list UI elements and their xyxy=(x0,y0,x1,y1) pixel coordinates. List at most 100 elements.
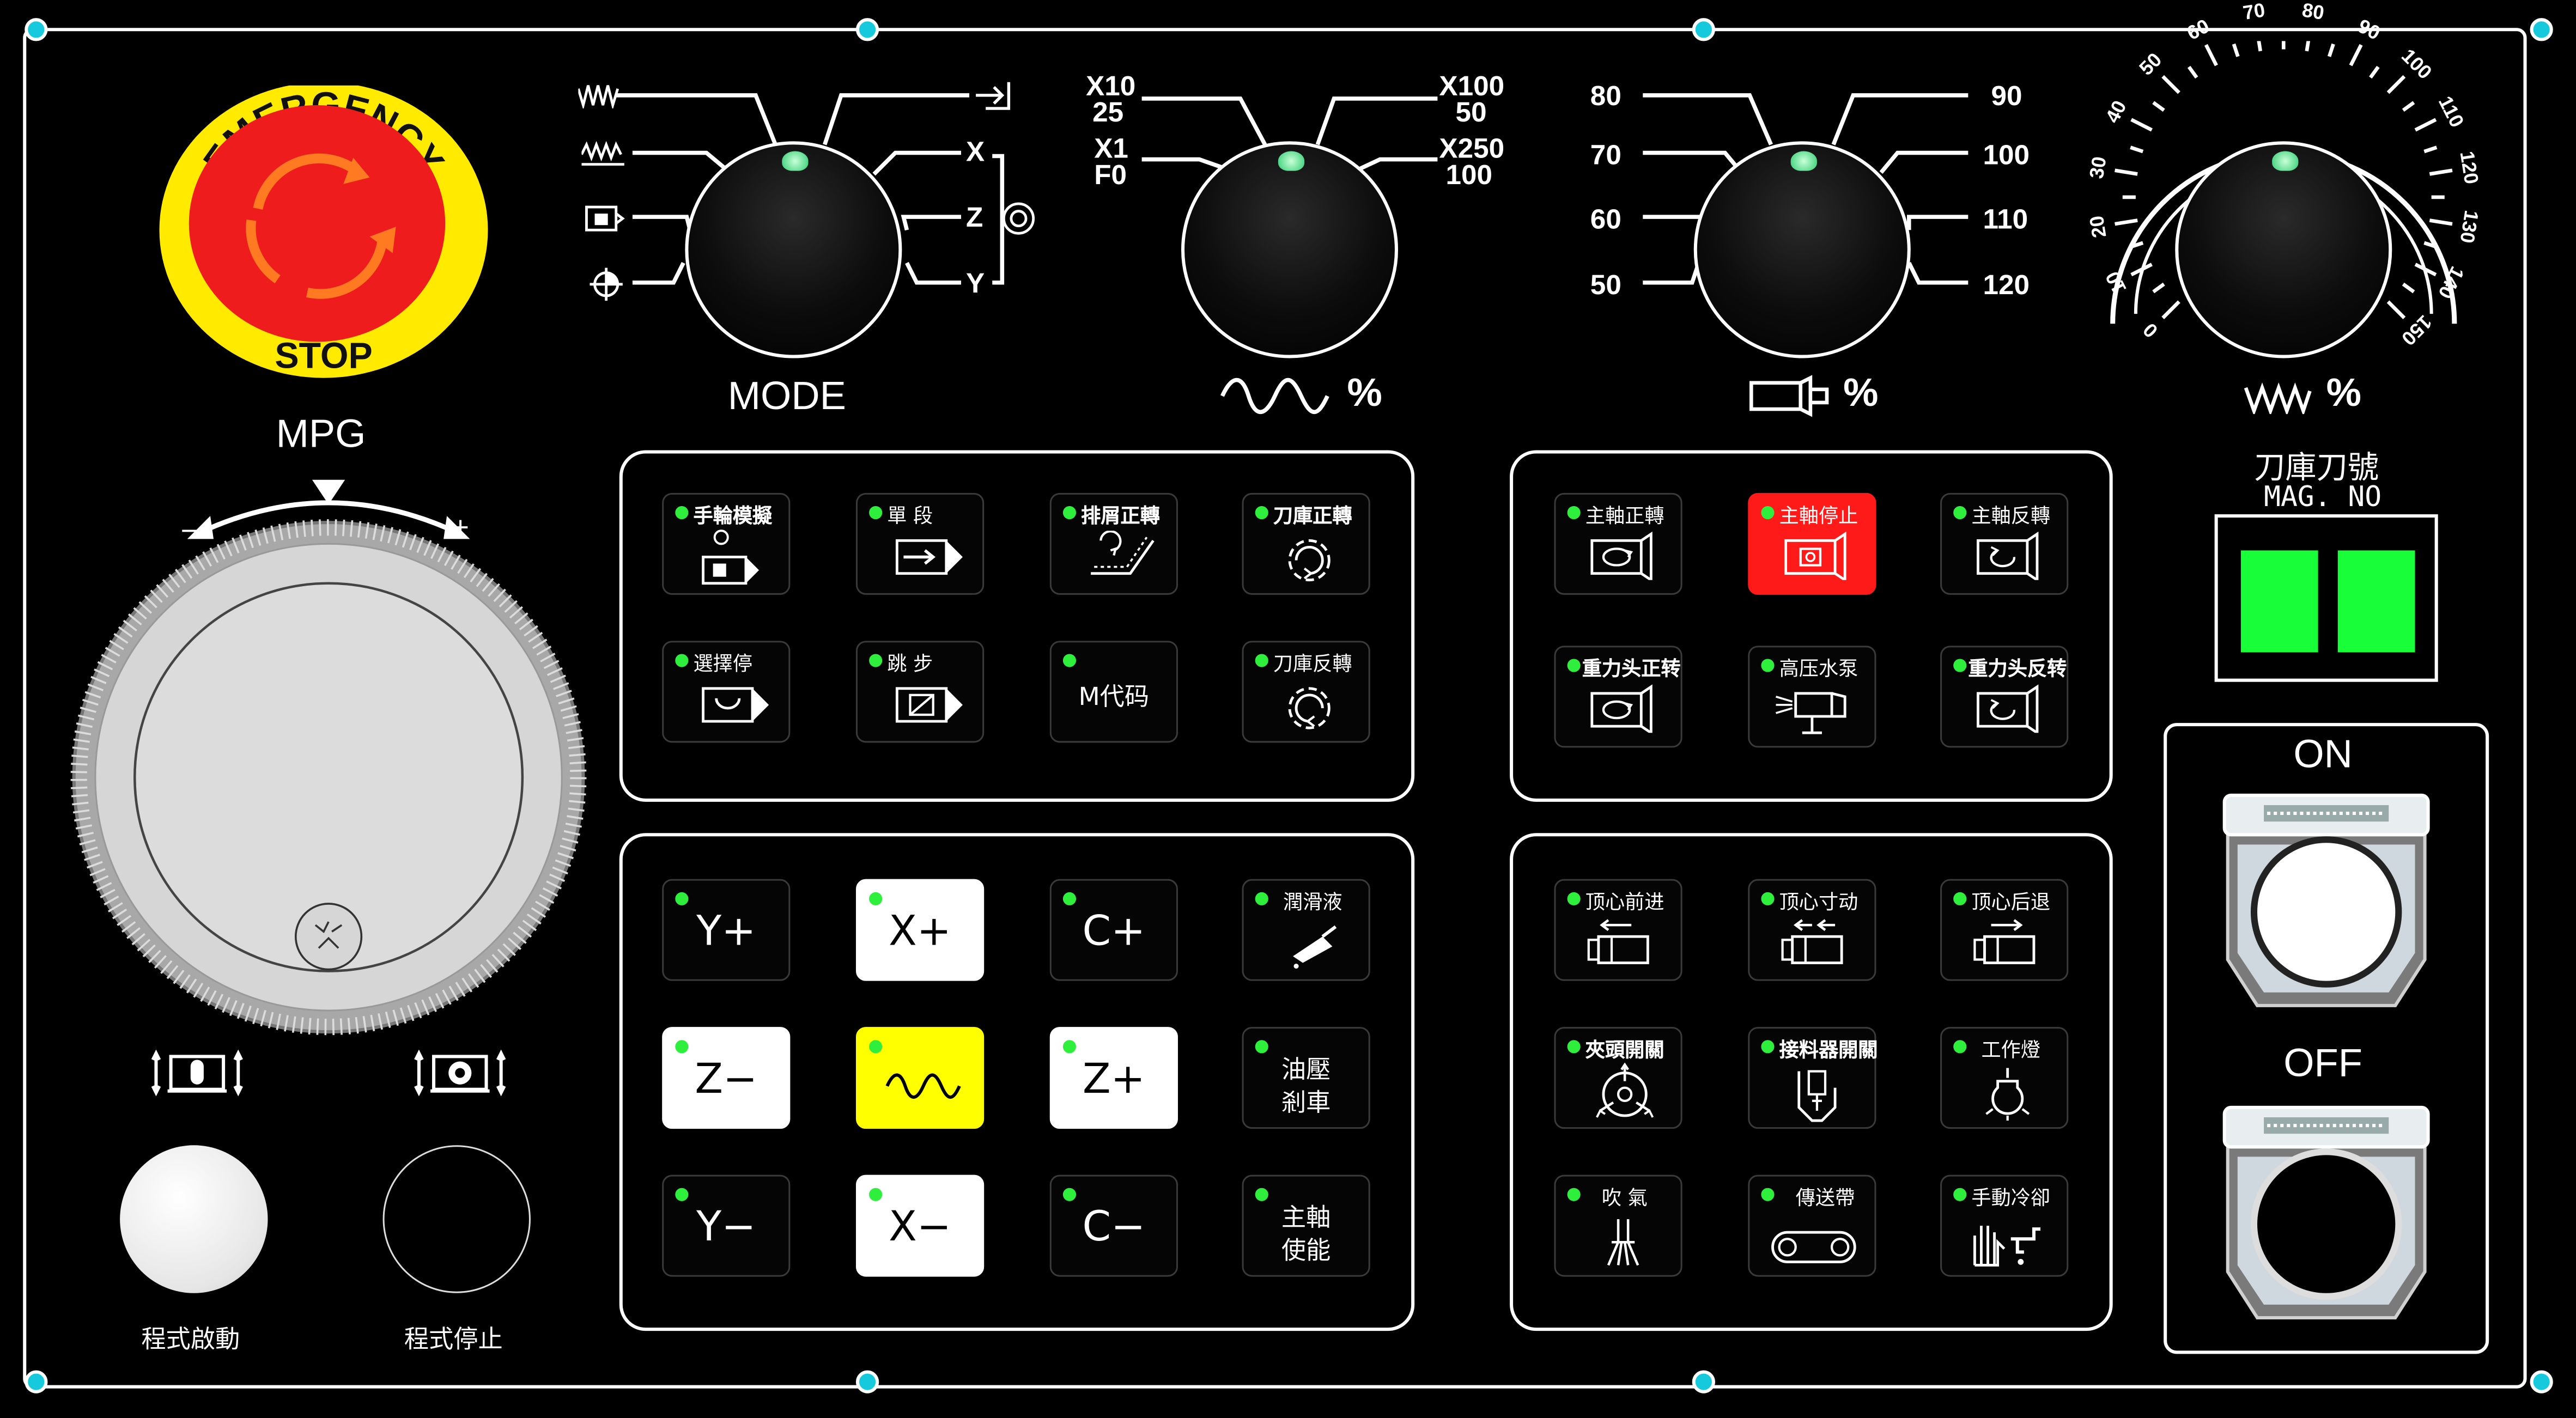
tool-magazine-fwd-label: 刀庫正轉 xyxy=(1273,504,1352,528)
screw-icon xyxy=(25,1370,48,1393)
rapid-scale-tick xyxy=(2161,300,2180,319)
chuck-open-close-key[interactable]: 夾頭開關 xyxy=(1554,1027,1682,1129)
oil-can-icon xyxy=(1293,925,1337,969)
screw-icon xyxy=(2530,1370,2553,1393)
tailstock-forward-icon xyxy=(1587,919,1649,964)
part-catcher-icon xyxy=(1797,1070,1837,1122)
optional-stop-key[interactable]: 選擇停 xyxy=(662,641,791,743)
gravity-head-rev-key[interactable]: 重力头反转 xyxy=(1940,646,2069,748)
magazine-digit-tens xyxy=(2240,550,2318,653)
spindle-100-label: 100 xyxy=(1983,139,2030,171)
feed-percent: % xyxy=(1347,371,1382,416)
mpg-simulation-key[interactable]: 手輪模擬 xyxy=(662,492,791,595)
program-stop-button[interactable] xyxy=(382,1145,531,1293)
rapid-scale-tick xyxy=(2423,241,2438,249)
spindle-stop-key[interactable]: 主軸停止 xyxy=(1748,492,1876,595)
rapid-scale-label: 100 xyxy=(2396,45,2436,85)
jog-x-plus-key[interactable]: X+ xyxy=(855,879,985,981)
spindle-80-label: 80 xyxy=(1590,80,1621,112)
mpg-simulation-label: 手輪模擬 xyxy=(693,504,773,528)
tailstock-forward-key[interactable]: 顶心前进 xyxy=(1554,879,1682,981)
chip-conveyor-icon xyxy=(1091,531,1155,575)
conveyor-belt-key[interactable]: 傳送帶 xyxy=(1748,1174,1876,1277)
on-label: ON xyxy=(2293,733,2353,777)
mpg-simulation-icon xyxy=(702,530,760,585)
work-light-key[interactable]: 工作燈 xyxy=(1940,1027,2069,1129)
spindle-110-label: 110 xyxy=(1983,204,2028,235)
jog-x-minus-key[interactable]: X− xyxy=(855,1174,985,1277)
spindle-override-knob[interactable] xyxy=(1693,141,1911,358)
spindle-cw-label: 主軸正轉 xyxy=(1585,504,1664,528)
rapid-scale-tick xyxy=(2161,75,2180,94)
tool-magazine-rev-key[interactable]: 刀庫反轉 xyxy=(1242,641,1370,743)
screw-icon xyxy=(2530,18,2553,41)
rapid-scale-tick xyxy=(2115,168,2138,176)
jog-y-minus-key[interactable]: Y− xyxy=(662,1174,791,1277)
jog-c-minus-key[interactable]: C− xyxy=(1049,1174,1178,1277)
mpg-handwheel[interactable] xyxy=(69,518,588,1037)
jog-y-minus-label: Y− xyxy=(696,1202,756,1251)
jog-z-plus-key[interactable]: Z+ xyxy=(1049,1027,1178,1129)
high-pressure-pump-key[interactable]: 高压水泵 xyxy=(1748,646,1876,748)
magazine-number-display xyxy=(2214,514,2438,682)
feed-override-knob[interactable] xyxy=(1181,141,1399,358)
rapid-override-knob[interactable] xyxy=(2175,141,2392,358)
manual-coolant-key[interactable]: 手動冷卻 xyxy=(1940,1174,2069,1277)
rapid-scale-label: 90 xyxy=(2353,15,2384,46)
screw-icon xyxy=(25,18,48,41)
emergency-stop-button[interactable]: EMERGENCY STOP xyxy=(159,82,488,381)
feed-25-label: 25 xyxy=(1092,96,1124,129)
spindle-cw-key[interactable]: 主軸正轉 xyxy=(1554,492,1682,595)
rapid-scale-tick xyxy=(2414,263,2437,277)
spindle-key-group xyxy=(1510,450,2113,802)
mode-knob[interactable] xyxy=(685,141,902,358)
spindle-enable-key[interactable]: 主軸 使能 xyxy=(1242,1174,1370,1277)
screw-icon xyxy=(1692,1370,1715,1393)
off-push-button[interactable] xyxy=(2221,1101,2432,1331)
chip-conveyor-fwd-key[interactable]: 排屑正轉 xyxy=(1049,492,1178,595)
block-skip-key[interactable]: 跳 步 xyxy=(855,641,985,743)
air-blow-label: 吹 氣 xyxy=(1601,1186,1648,1209)
tailstock-inch-key[interactable]: 顶心寸动 xyxy=(1748,879,1876,981)
single-block-key[interactable]: 單 段 xyxy=(855,492,985,595)
jog-y-plus-label: Y+ xyxy=(696,906,756,955)
chip-conveyor-fwd-label: 排屑正轉 xyxy=(1081,504,1160,528)
axis-select-icon xyxy=(151,1045,243,1101)
air-blow-key[interactable]: 吹 氣 xyxy=(1554,1174,1682,1277)
rapid-scale-tick xyxy=(2152,282,2165,294)
m-code-label: M代码 xyxy=(1078,681,1150,712)
mode-y-label: Y xyxy=(965,267,985,299)
program-start-button[interactable] xyxy=(120,1145,268,1293)
gravity-head-fwd-key[interactable]: 重力头正转 xyxy=(1554,646,1682,748)
rapid-scale-label: 0 xyxy=(2139,318,2164,342)
part-catcher-key[interactable]: 接料器開關 xyxy=(1748,1027,1878,1129)
rapid-traverse-key[interactable] xyxy=(855,1027,985,1129)
tool-magazine-fwd-key[interactable]: 刀庫正轉 xyxy=(1242,492,1370,595)
off-label: OFF xyxy=(2283,1042,2363,1086)
jog-c-plus-key[interactable]: C+ xyxy=(1049,879,1178,981)
jog-z-minus-key[interactable]: Z− xyxy=(662,1027,791,1129)
hydraulic-brake-key[interactable]: 油壓 剎車 xyxy=(1242,1027,1370,1129)
rapid-scale-tick xyxy=(2414,118,2437,132)
hydraulic-brake-label-2: 剎車 xyxy=(1281,1087,1331,1118)
spindle-ccw-key[interactable]: 主軸反轉 xyxy=(1940,492,2069,595)
on-push-button[interactable] xyxy=(2221,789,2432,1019)
lubrication-key[interactable]: 潤滑液 xyxy=(1242,879,1370,981)
tailstock-inch-label: 顶心寸动 xyxy=(1779,890,1858,914)
screw-icon xyxy=(855,18,879,41)
rapid-scale-tick xyxy=(2369,65,2380,79)
rapid-scale-label: 140 xyxy=(2432,262,2469,302)
program-start-label: 程式啟動 xyxy=(141,1324,240,1354)
rapid-scale-tick xyxy=(2232,43,2240,57)
tailstock-retract-key[interactable]: 顶心后退 xyxy=(1940,879,2069,981)
m-code-key[interactable]: M代码 xyxy=(1049,641,1178,743)
jog-y-plus-key[interactable]: Y+ xyxy=(662,879,791,981)
spindle-60-label: 60 xyxy=(1590,204,1621,235)
rapid-scale-tick xyxy=(2115,218,2138,226)
manual-coolant-label: 手動冷卻 xyxy=(1971,1186,2051,1209)
rapid-scale-tick xyxy=(2130,241,2144,249)
rapid-scale-label: 60 xyxy=(2183,15,2214,46)
mode-edit-icon xyxy=(577,82,627,115)
spindle-ccw-label: 主軸反轉 xyxy=(1971,504,2051,528)
rapid-scale-tick xyxy=(2402,101,2415,112)
